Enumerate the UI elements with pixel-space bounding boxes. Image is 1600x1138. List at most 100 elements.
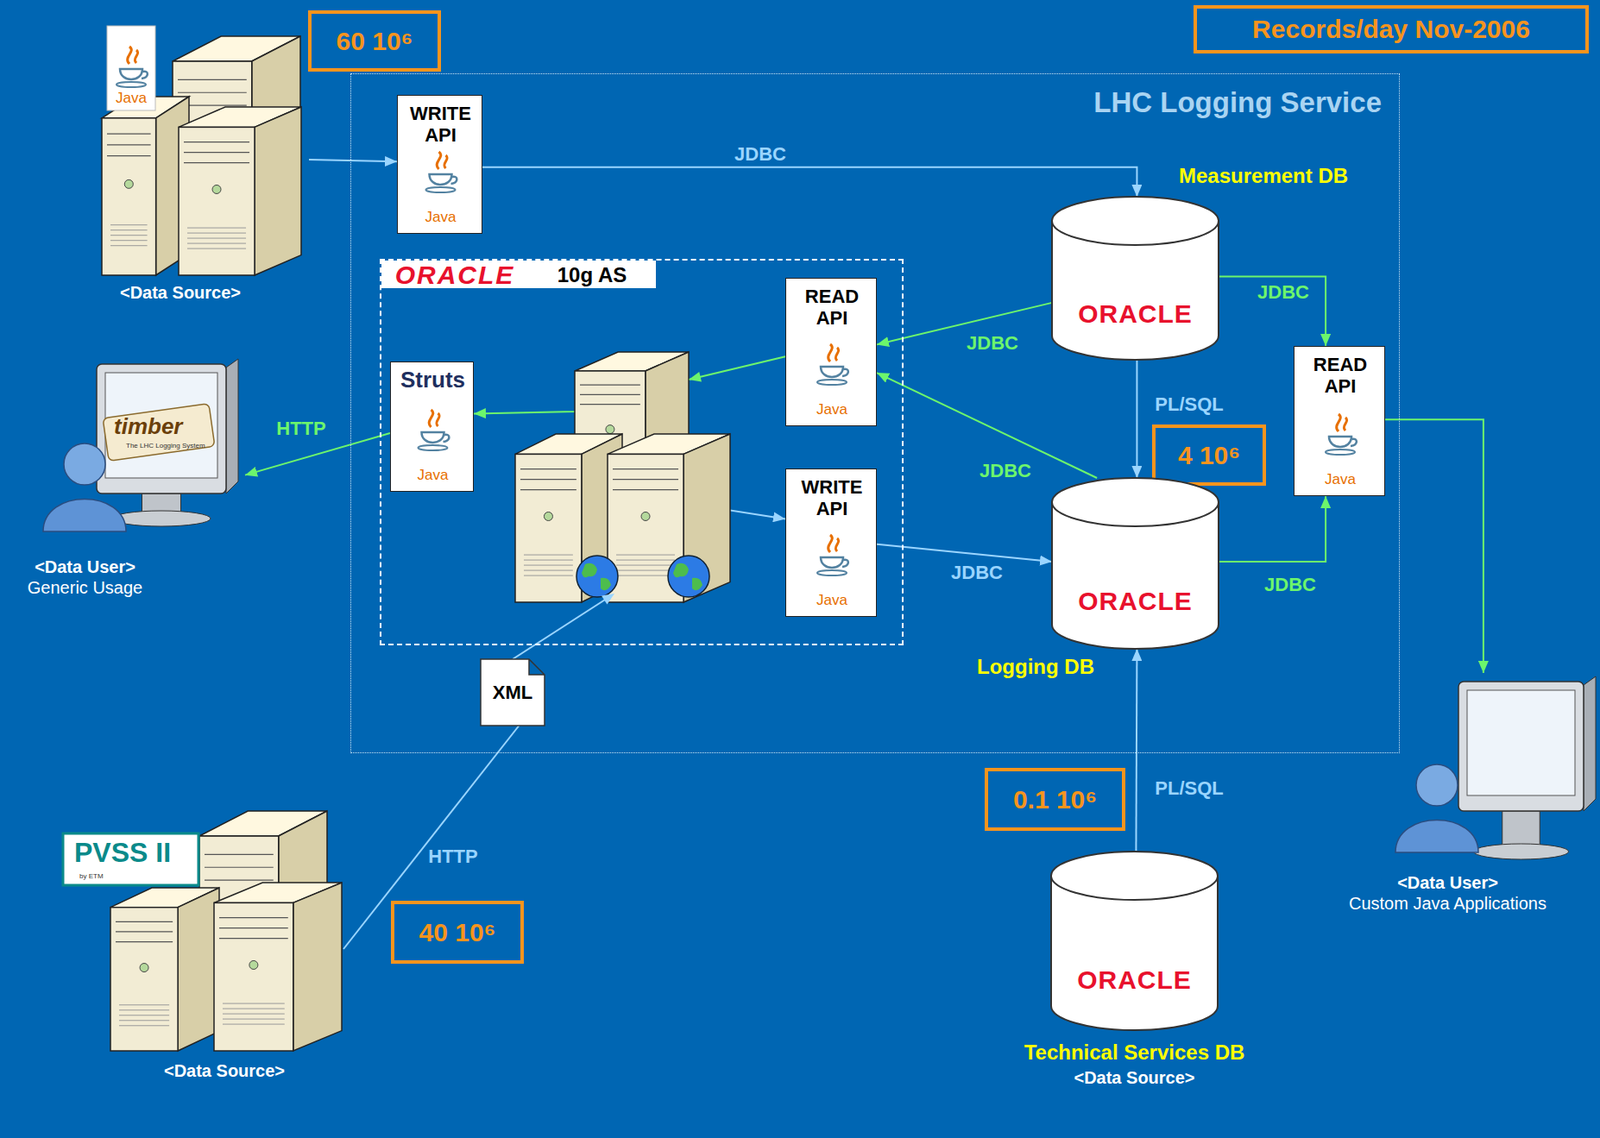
drawing-line <box>115 941 173 943</box>
java-saucer <box>116 81 146 88</box>
drawing-rect <box>515 453 582 603</box>
node-text: XML <box>492 681 533 705</box>
drawing-line <box>219 927 289 929</box>
monitor <box>1458 676 1596 860</box>
edge-label: JDBC <box>734 144 787 165</box>
drawing-circle <box>212 184 221 194</box>
drawing-rect <box>214 902 294 1052</box>
logo-text: timber <box>113 414 183 441</box>
drawing-path <box>581 563 612 591</box>
drawing-rect <box>110 907 178 1052</box>
node-text: ORACLE <box>1051 299 1219 330</box>
drawing-line <box>119 1020 170 1021</box>
drawing-line <box>523 565 574 567</box>
edge-label: JDBC <box>979 460 1032 482</box>
drawing-line <box>115 931 173 933</box>
drawing-line <box>616 570 675 572</box>
drawing-circle <box>641 511 650 521</box>
drawing-line <box>523 554 574 556</box>
drawing-line <box>579 403 641 405</box>
drawing-line <box>612 478 679 480</box>
server-tower <box>110 888 220 1052</box>
server-tower <box>214 882 342 1052</box>
drawing-line <box>204 867 274 869</box>
drawing-line <box>110 234 148 236</box>
drawing-polygon <box>177 888 220 1052</box>
node-text: <Data User> <box>5 557 165 578</box>
drawing-line <box>187 227 246 229</box>
api-box: READ APIJava <box>785 277 877 427</box>
server-tower <box>607 434 731 603</box>
drawing-polygon <box>1583 676 1596 812</box>
node-shape <box>1051 478 1219 649</box>
drawing-line <box>107 132 152 134</box>
drawing-line <box>107 155 152 157</box>
drawing-line <box>107 144 152 145</box>
connector <box>1218 277 1326 347</box>
callout-number: 0.1 10⁶ <box>984 768 1126 832</box>
drawing-circle <box>63 443 106 486</box>
drawing-circle <box>249 960 259 970</box>
java-cup <box>429 174 453 185</box>
java-steam <box>436 151 448 170</box>
api-box: WRITE APIJava <box>785 468 877 618</box>
drawing-line <box>204 880 274 882</box>
java-saucer <box>817 379 847 385</box>
node-text: <Data Source> <box>101 283 259 303</box>
drawing-line <box>183 151 250 153</box>
drawing-line <box>177 92 247 94</box>
drawing-line <box>110 245 148 246</box>
drawing-line <box>110 229 148 231</box>
java-saucer <box>426 187 456 193</box>
api-box: READ APIJava <box>1293 346 1386 497</box>
node-shape <box>101 25 309 311</box>
framework-box: StrutsJava <box>390 361 474 492</box>
node-text: Java <box>1294 471 1386 489</box>
node-text: Java <box>786 592 878 610</box>
node-text: Technical Services DB <box>982 1040 1287 1065</box>
drawing-line <box>523 560 574 561</box>
document-outline <box>480 659 545 726</box>
connector <box>1218 496 1326 562</box>
data-user: <Data User>Custom Java Applications <box>1298 673 1597 915</box>
drawing-polygon <box>254 107 302 276</box>
drawing-line <box>612 468 679 470</box>
node-text: Java <box>107 89 156 108</box>
java-cup <box>842 369 849 377</box>
java-cup <box>842 560 849 567</box>
drawing-line <box>183 141 250 143</box>
drawing-polygon <box>293 882 342 1052</box>
drawing-line <box>222 1003 285 1005</box>
node-text: Measurement DB <box>1178 163 1404 189</box>
drawing-line <box>119 1025 170 1027</box>
pvss-logo <box>62 833 199 886</box>
edge-label: PL/SQL <box>1154 778 1223 800</box>
node-shape <box>1051 851 1218 1031</box>
drawing-circle <box>605 425 615 435</box>
data-source: Java <Data Source> <box>101 25 309 311</box>
globe-icon <box>667 555 710 598</box>
node-text: Records/day Nov-2006 <box>1252 14 1531 45</box>
connector <box>1385 419 1484 674</box>
data-user: <Data User>Generic Usage <box>5 362 246 603</box>
drawing-line <box>616 575 675 577</box>
drawing-line <box>204 854 274 856</box>
arrowhead <box>601 589 618 605</box>
edge-label: JDBC <box>951 562 1003 584</box>
connector <box>1135 359 1138 479</box>
connector <box>245 433 391 476</box>
api-box: WRITE APIJava <box>396 94 483 234</box>
drawing-line <box>520 478 577 480</box>
server-tower <box>178 107 302 276</box>
node-text: READ API <box>789 285 875 330</box>
cylinder-top <box>1051 196 1219 246</box>
drawing-line <box>222 1008 285 1010</box>
connector <box>482 167 1137 197</box>
drawing-circle <box>139 963 149 973</box>
callout-number: 4 10⁶ <box>1152 424 1267 486</box>
node-text: ORACLE <box>1051 965 1218 996</box>
edge-label: HTTP <box>428 846 478 868</box>
app-server-boundary: ORACLE10g ASREAD APIJavaStrutsJavaWRITE … <box>379 258 904 646</box>
drawing-rect <box>1467 690 1575 796</box>
server-tower <box>515 434 623 603</box>
